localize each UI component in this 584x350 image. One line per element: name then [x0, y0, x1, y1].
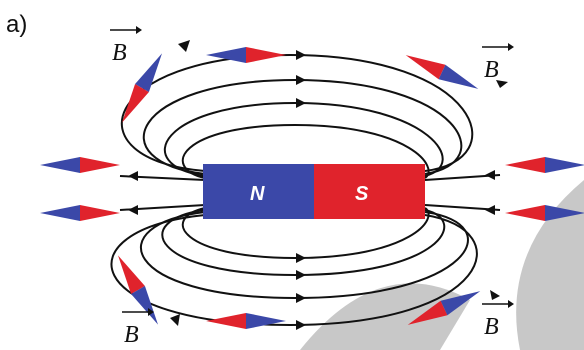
north-pole-label: N	[250, 183, 265, 205]
compass-needle	[40, 157, 120, 173]
arrowhead	[490, 290, 500, 300]
svg-text:B: B	[484, 314, 499, 340]
arrowhead	[296, 98, 306, 108]
compass-needle	[206, 313, 286, 329]
compass-needle	[505, 157, 584, 173]
b-label-top-left: B	[110, 26, 142, 66]
arrowhead	[296, 253, 306, 263]
arrowhead	[296, 50, 306, 60]
field-line	[162, 210, 444, 275]
arrowhead	[485, 170, 495, 180]
panel-label: a)	[6, 11, 27, 38]
b-label-top-right: B	[482, 43, 514, 83]
arrowhead	[296, 270, 306, 280]
arrowhead	[485, 205, 495, 215]
svg-text:B: B	[484, 57, 499, 83]
compass-needle	[40, 205, 120, 221]
arrowhead	[178, 40, 190, 52]
arrowhead	[296, 320, 306, 330]
b-label-bottom-right: B	[482, 300, 514, 340]
arrowhead	[128, 205, 138, 215]
arrowhead	[128, 171, 138, 181]
arrowhead	[296, 75, 306, 85]
south-pole-label: S	[355, 183, 369, 205]
arrowhead	[296, 293, 306, 303]
compass-needle	[111, 251, 165, 328]
b-label-bottom-left: B	[122, 308, 154, 348]
watermark-arc-right	[516, 180, 584, 350]
field-line	[122, 55, 472, 171]
bar-magnet: N S	[203, 164, 425, 219]
svg-text:B: B	[112, 40, 127, 66]
arrowhead	[170, 314, 180, 326]
south-pole	[314, 164, 425, 219]
svg-text:B: B	[124, 322, 139, 348]
